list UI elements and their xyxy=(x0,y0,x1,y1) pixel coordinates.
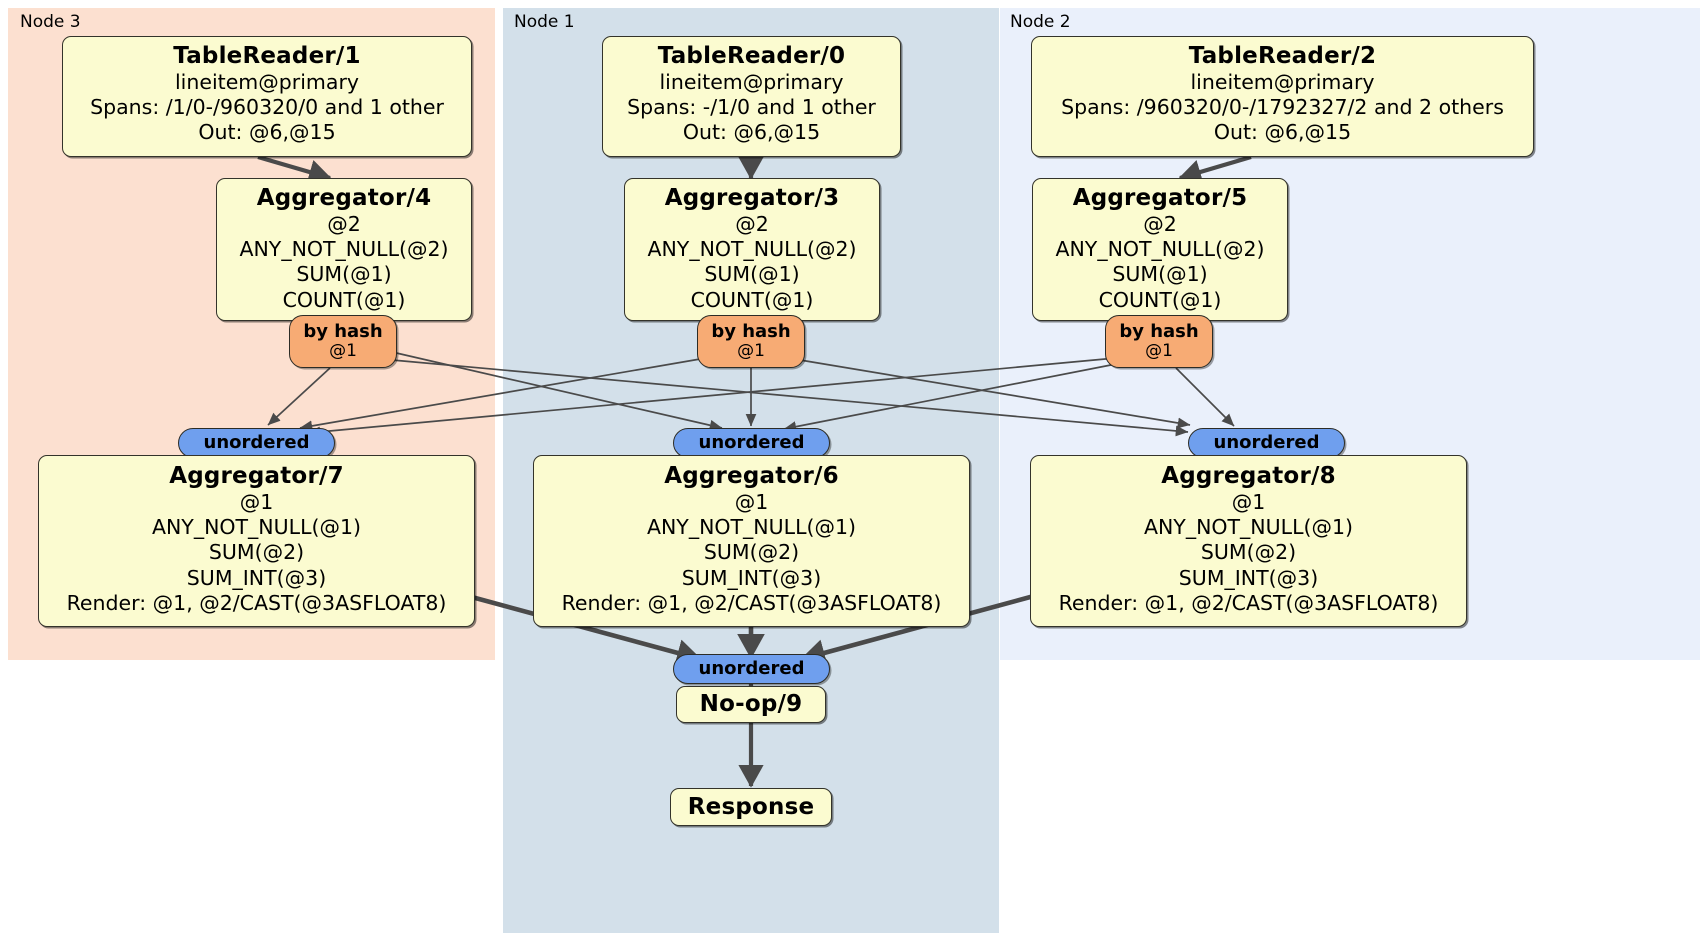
processor-detail-line: SUM_INT(@3) xyxy=(1178,565,1319,590)
processor-aggregator-7[interactable]: Aggregator/7 @1 ANY_NOT_NULL(@1) SUM(@2)… xyxy=(38,455,475,627)
processor-no-op-9[interactable]: No-op/9 xyxy=(676,686,826,723)
router-by-hash-right[interactable]: by hash @1 xyxy=(1105,315,1213,368)
processor-aggregator-5[interactable]: Aggregator/5 @2 ANY_NOT_NULL(@2) SUM(@1)… xyxy=(1032,178,1288,321)
router-title: unordered xyxy=(698,431,805,453)
processor-detail-line: SUM(@1) xyxy=(704,262,800,287)
processor-detail-line: Out: @6,@15 xyxy=(682,120,821,145)
processor-response[interactable]: Response xyxy=(670,788,832,826)
processor-aggregator-6[interactable]: Aggregator/6 @1 ANY_NOT_NULL(@1) SUM(@2)… xyxy=(533,455,970,627)
processor-detail-line: COUNT(@1) xyxy=(1098,287,1222,312)
processor-detail-line: @2 xyxy=(1143,211,1177,236)
router-title: unordered xyxy=(698,657,805,679)
processor-detail-line: COUNT(@1) xyxy=(690,287,814,312)
processor-detail-line: Out: @6,@15 xyxy=(1213,120,1352,145)
processor-detail-line: Render: @1, @2/CAST(@3ASFLOAT8) xyxy=(1058,590,1439,615)
processor-detail-line: SUM(@1) xyxy=(296,262,392,287)
processor-detail-line: lineitem@primary xyxy=(659,69,844,94)
processor-title: TableReader/0 xyxy=(657,43,846,69)
processor-title: Aggregator/4 xyxy=(256,185,432,211)
processor-tablereader-2[interactable]: TableReader/2 lineitem@primary Spans: /9… xyxy=(1031,36,1534,157)
processor-detail-line: ANY_NOT_NULL(@1) xyxy=(1143,515,1354,540)
router-title: unordered xyxy=(1213,431,1320,453)
processor-detail-line: @1 xyxy=(1231,489,1266,514)
router-unordered-left[interactable]: unordered xyxy=(178,428,335,458)
processor-title: Aggregator/7 xyxy=(169,463,344,489)
processor-detail-line: @1 xyxy=(239,489,274,514)
processor-detail-line: Spans: /960320/0-/1792327/2 and 2 others xyxy=(1061,95,1504,120)
processor-tablereader-1[interactable]: TableReader/1 lineitem@primary Spans: /1… xyxy=(62,36,472,157)
processor-title: TableReader/1 xyxy=(173,43,361,69)
processor-aggregator-3[interactable]: Aggregator/3 @2 ANY_NOT_NULL(@2) SUM(@1)… xyxy=(624,178,880,321)
processor-detail-line: ANY_NOT_NULL(@1) xyxy=(151,515,362,540)
router-title: by hash xyxy=(303,320,383,342)
processor-detail-line: COUNT(@1) xyxy=(282,287,406,312)
processor-detail-line: lineitem@primary xyxy=(174,69,360,94)
processor-detail-line: @2 xyxy=(327,211,361,236)
processor-detail-line: SUM_INT(@3) xyxy=(681,565,822,590)
panel-node-1-label: Node 1 xyxy=(514,12,575,32)
processor-detail-line: SUM(@1) xyxy=(1112,262,1208,287)
processor-aggregator-8[interactable]: Aggregator/8 @1 ANY_NOT_NULL(@1) SUM(@2)… xyxy=(1030,455,1467,627)
processor-detail-line: SUM_INT(@3) xyxy=(186,565,327,590)
processor-detail-line: @2 xyxy=(735,211,769,236)
processor-detail-line: Render: @1, @2/CAST(@3ASFLOAT8) xyxy=(66,590,447,615)
processor-detail-line: @1 xyxy=(734,489,769,514)
processor-title: Aggregator/3 xyxy=(664,185,840,211)
processor-detail-line: Render: @1, @2/CAST(@3ASFLOAT8) xyxy=(561,590,942,615)
processor-aggregator-4[interactable]: Aggregator/4 @2 ANY_NOT_NULL(@2) SUM(@1)… xyxy=(216,178,472,321)
router-unordered-right[interactable]: unordered xyxy=(1188,428,1345,458)
processor-detail-line: Spans: /1/0-/960320/0 and 1 other xyxy=(90,95,444,120)
processor-detail-line: ANY_NOT_NULL(@1) xyxy=(646,515,857,540)
router-subtitle: @1 xyxy=(1145,341,1173,362)
router-subtitle: @1 xyxy=(329,341,357,362)
processor-title: Aggregator/6 xyxy=(664,463,839,489)
processor-detail-line: Spans: -/1/0 and 1 other xyxy=(627,95,876,120)
processor-detail-line: SUM(@2) xyxy=(1200,540,1297,565)
processor-detail-line: SUM(@2) xyxy=(703,540,800,565)
processor-detail-line: ANY_NOT_NULL(@2) xyxy=(647,237,857,262)
processor-title: Aggregator/5 xyxy=(1072,185,1248,211)
processor-tablereader-0[interactable]: TableReader/0 lineitem@primary Spans: -/… xyxy=(602,36,901,157)
router-by-hash-left[interactable]: by hash @1 xyxy=(289,315,397,368)
router-subtitle: @1 xyxy=(737,341,765,362)
router-unordered-middle[interactable]: unordered xyxy=(673,428,830,458)
router-title: by hash xyxy=(711,320,791,342)
processor-title: No-op/9 xyxy=(699,691,803,718)
router-by-hash-middle[interactable]: by hash @1 xyxy=(697,315,805,368)
processor-detail-line: Out: @6,@15 xyxy=(198,120,336,145)
router-title: by hash xyxy=(1119,320,1199,342)
panel-node-3-label: Node 3 xyxy=(20,12,81,32)
router-unordered-final[interactable]: unordered xyxy=(673,654,830,684)
processor-detail-line: ANY_NOT_NULL(@2) xyxy=(1055,237,1265,262)
panel-node-2-label: Node 2 xyxy=(1010,12,1071,32)
processor-detail-line: ANY_NOT_NULL(@2) xyxy=(239,237,449,262)
processor-title: Response xyxy=(687,793,815,820)
router-title: unordered xyxy=(203,431,310,453)
processor-title: TableReader/2 xyxy=(1188,43,1377,69)
processor-detail-line: lineitem@primary xyxy=(1190,69,1375,94)
processor-title: Aggregator/8 xyxy=(1161,463,1336,489)
processor-detail-line: SUM(@2) xyxy=(208,540,305,565)
